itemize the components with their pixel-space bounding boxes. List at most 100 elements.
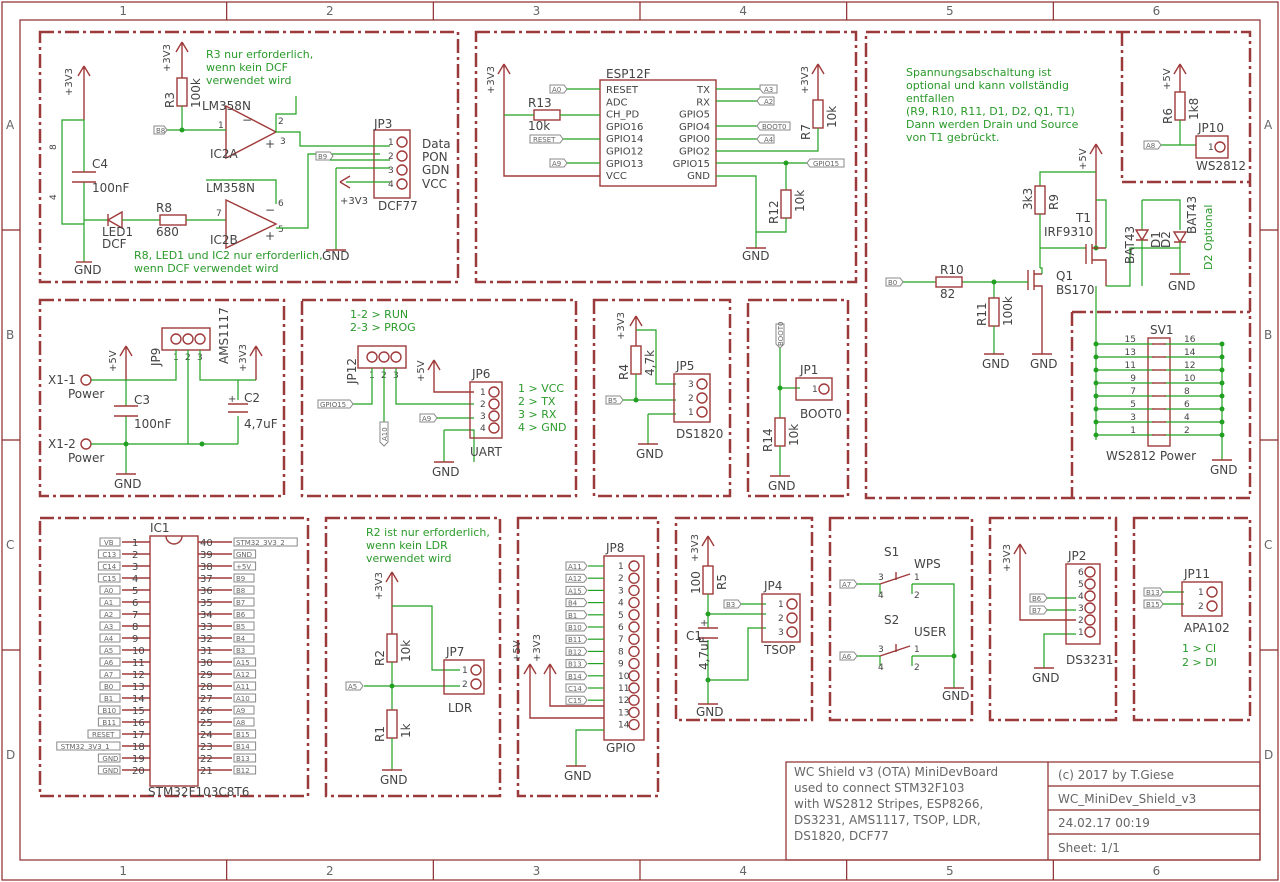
ic1-pin-number: 5 [132,586,138,597]
svg-text:1: 1 [688,408,694,418]
s2-name: USER [914,625,946,639]
sv1-pin-right: 8 [1184,387,1190,397]
svg-text:11: 11 [618,684,629,694]
sv1-pin-left: 9 [1130,374,1136,384]
svg-text:4: 4 [878,591,884,601]
c2-label: C2 [244,391,260,405]
ic1-pin-label-left: A3 [104,623,113,631]
title-block: WC Shield v3 (OTA) MiniDevBoard used to … [785,761,1261,861]
svg-text:R1: R1 [373,726,387,742]
uart-name: UART [470,445,502,459]
q1-label: Q1 [1056,269,1073,283]
ldr-block: R2 ist nur erforderlich, wenn kein LDR v… [345,526,490,787]
row-label-left: C [6,538,14,552]
svg-text:DS3231, AMS1117, TSOP, LDR,: DS3231, AMS1117, TSOP, LDR, [794,813,981,827]
ic1-pin-number: 31 [200,646,213,657]
svg-text:2: 2 [1078,616,1084,626]
c1-label: C1 [686,629,702,643]
jp3-name: DCF77 [378,199,418,213]
svg-text:GND: GND [742,249,770,263]
svg-text:(R9, R10, R11, D1, D2, Q1, T1): (R9, R10, R11, D1, D2, Q1, T1) [906,105,1075,118]
svg-text:5: 5 [618,611,624,621]
svg-text:9: 9 [618,660,624,670]
ic1-pin-number: 14 [132,694,145,705]
sv1-pin-right: 4 [1184,413,1190,423]
svg-text:R7: R7 [799,124,813,140]
svg-text:verwendet wird: verwendet wird [366,552,451,565]
svg-text:3: 3 [618,586,624,596]
svg-text:DS1820, DCF77: DS1820, DCF77 [794,829,889,843]
ic1-pin-label-right: A12 [236,671,250,679]
svg-text:B0: B0 [888,279,897,287]
svg-text:14: 14 [618,721,630,731]
svg-text:GND: GND [74,263,102,277]
ic1-pin-number: 3 [132,562,138,573]
ic1-pin-label-right: A11 [236,683,250,691]
title-desc-1: WC Shield v3 (OTA) MiniDevBoard [794,765,998,779]
svg-text:10k: 10k [399,640,413,662]
ic1-pin-label-left: B1 [104,695,113,703]
svg-text:RESET: RESET [533,136,556,144]
svg-text:1: 1 [914,573,920,583]
svg-text:2: 2 [618,574,624,584]
jp8-pin-label: B12 [568,648,582,656]
ic1-pin-label-left: GND [102,755,118,763]
col-label-top: 2 [326,4,334,18]
svg-text:B5: B5 [608,397,617,405]
sv1-pin-left: 11 [1125,361,1136,371]
sv1-pin-right: 10 [1184,374,1196,384]
ic1-pin-label-left: A7 [104,671,113,679]
ic1-pin-number: 28 [200,682,213,693]
svg-text:GND: GND [768,479,796,493]
svg-text:3: 3 [878,573,884,583]
ams1117-label: AMS1117 [217,307,231,364]
svg-text:+5V: +5V [1078,148,1089,170]
svg-text:13: 13 [618,708,629,718]
svg-text:3: 3 [388,166,394,176]
ic1-pin-number: 12 [132,670,145,681]
svg-text:R3: R3 [163,92,177,108]
svg-text:B8: B8 [156,127,165,135]
ic1-pin-label-right: A8 [236,719,245,727]
esp-pin-left: GPIO14 [606,134,643,145]
col-label-top: 4 [739,4,747,18]
svg-text:Power: Power [68,451,104,465]
ic1-pin-label-left: C15 [102,575,116,583]
row-label-right: D [1264,748,1273,762]
ic1-pin-number: 40 [200,538,213,549]
svg-text:GND: GND [636,447,664,461]
jp8-pin-label: B4 [568,600,578,608]
svg-text:8: 8 [49,144,59,150]
ic1-pin-number: 8 [132,622,138,633]
ic1-pin-number: 29 [200,670,213,681]
svg-text:BAT43: BAT43 [1185,196,1199,234]
jp8-pin-label: B13 [568,661,582,669]
jp8-label: JP8 [605,541,624,555]
svg-text:R14: R14 [761,428,775,452]
title-date: 24.02.17 00:19 [1058,816,1150,830]
col-label-bottom: 2 [326,864,334,878]
svg-text:−: − [242,113,252,127]
ic1-pin-label-right: B12 [236,767,250,775]
svg-text:+5V: +5V [108,350,119,372]
sv1-pin-left: 15 [1125,335,1136,345]
ic1-pin-label-right: B15 [236,731,250,739]
ic1-pin-number: 39 [200,550,213,561]
svg-text:+5V: +5V [512,640,523,662]
svg-text:GND: GND [432,465,460,479]
esp-pin-left: GPIO12 [606,147,643,158]
jp8-pin-label: B1 [568,612,577,620]
svg-text:R5: R5 [715,574,729,590]
ic1-pin-label-left: A0 [104,587,113,595]
svg-text:3: 3 [480,412,486,422]
svg-text:4: 4 [388,180,394,190]
row-label-left: A [6,118,15,132]
svg-text:10k: 10k [793,190,807,212]
svg-text:10k: 10k [528,119,550,133]
svg-text:with WS2812 Stripes, ESP8266,: with WS2812 Stripes, ESP8266, [794,797,983,811]
svg-text:R4: R4 [617,364,631,380]
svg-text:B13: B13 [1146,589,1160,597]
jp12-label: JP12 [345,358,359,385]
svg-text:GND: GND [114,477,142,491]
